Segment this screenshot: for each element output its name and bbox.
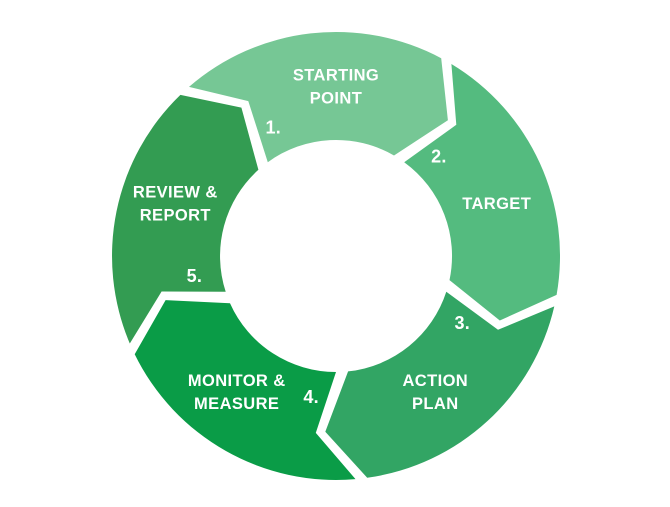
segment-shape-starting-point xyxy=(189,31,448,163)
step-number-5: 5. xyxy=(187,266,203,286)
segment-label-line: MEASURE xyxy=(194,395,279,413)
segment-starting-point: 1. STARTING POINT xyxy=(189,31,448,163)
segment-label-review-report: REVIEW & REPORT xyxy=(133,183,218,224)
step-number-3: 3. xyxy=(454,313,470,333)
step-number-2: 2. xyxy=(431,147,447,167)
segment-label-target: TARGET xyxy=(462,195,531,213)
segment-label-action-plan: ACTION PLAN xyxy=(402,372,468,413)
segment-label-monitor-measure: MONITOR & MEASURE xyxy=(188,372,286,413)
segment-label-line: STARTING xyxy=(293,67,379,85)
segment-label-line: ACTION xyxy=(402,372,468,390)
step-number-4: 4. xyxy=(303,387,319,407)
segment-action-plan: 3. ACTION PLAN xyxy=(325,291,555,478)
segment-label-line: MONITOR & xyxy=(188,372,286,390)
segment-shape-target xyxy=(404,64,561,321)
segment-target: 2. TARGET xyxy=(404,64,561,321)
segment-shape-monitor-measure xyxy=(134,300,356,480)
segment-shape-action-plan xyxy=(325,291,555,478)
segment-label-line: TARGET xyxy=(462,195,531,213)
segment-label-line: REPORT xyxy=(140,206,211,224)
segment-shape-review-report xyxy=(112,94,259,344)
segment-label-line: REVIEW & xyxy=(133,183,218,201)
segment-review-report: 5. REVIEW & REPORT xyxy=(112,94,259,344)
segment-label-starting-point: STARTING POINT xyxy=(293,67,379,108)
segment-label-line: POINT xyxy=(310,90,362,108)
step-number-1: 1. xyxy=(265,118,281,138)
segment-label-line: PLAN xyxy=(412,395,459,413)
segment-monitor-measure: 4. MONITOR & MEASURE xyxy=(134,300,356,480)
